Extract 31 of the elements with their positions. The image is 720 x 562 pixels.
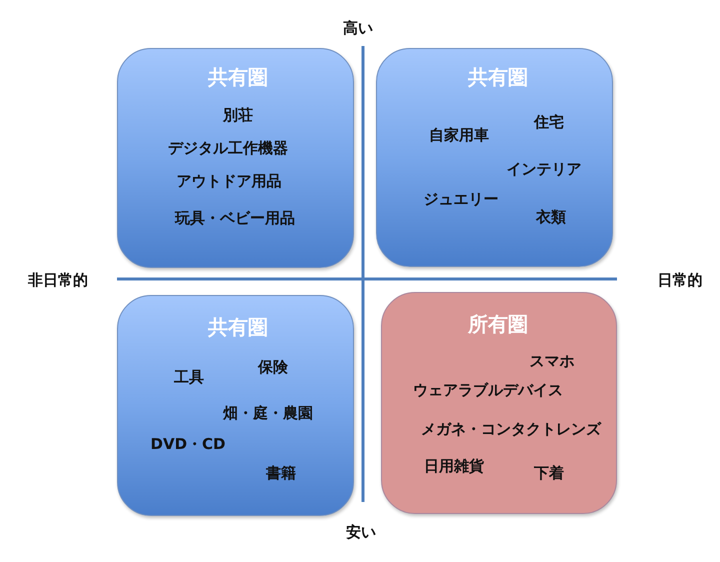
item-label: 書籍 (266, 464, 296, 482)
item-label: ウェアラブルデバイス (413, 381, 563, 399)
quadrant-heading: 所有圏 (468, 312, 528, 336)
quadrant-heading: 共有圏 (208, 315, 268, 339)
item-label: 畑・庭・農園 (223, 404, 313, 422)
item-label: スマホ (530, 352, 574, 370)
quadrant-panel (376, 48, 613, 267)
quadrant-heading: 共有圏 (208, 65, 268, 89)
quadrant-heading: 共有圏 (468, 65, 528, 89)
item-label: DVD・CD (150, 435, 226, 453)
axis-label: 非日常的 (28, 271, 88, 289)
item-label: 下着 (534, 464, 564, 482)
item-label: 自家用車 (429, 126, 489, 144)
quadrant-panel (381, 292, 617, 514)
item-label: 玩具・ベビー用品 (175, 209, 295, 227)
item-label: アウトドア用品 (176, 172, 282, 190)
axis-label: 日常的 (658, 271, 702, 289)
axis-label: 高い (343, 19, 373, 37)
item-label: 工具 (174, 368, 204, 386)
item-label: 日用雑貨 (424, 457, 484, 475)
item-label: 住宅 (534, 113, 564, 131)
item-label: ジュエリー (424, 190, 498, 208)
item-label: 保険 (258, 358, 288, 376)
item-label: インテリア (506, 160, 582, 178)
axis-label: 安い (346, 523, 376, 541)
item-label: 別荘 (223, 106, 253, 124)
quadrant-panel (117, 295, 354, 516)
quadrant-panel (117, 48, 354, 268)
item-label: 衣類 (536, 208, 566, 226)
item-label: デジタル工作機器 (168, 139, 288, 157)
item-label: メガネ・コンタクトレンズ (421, 420, 601, 438)
